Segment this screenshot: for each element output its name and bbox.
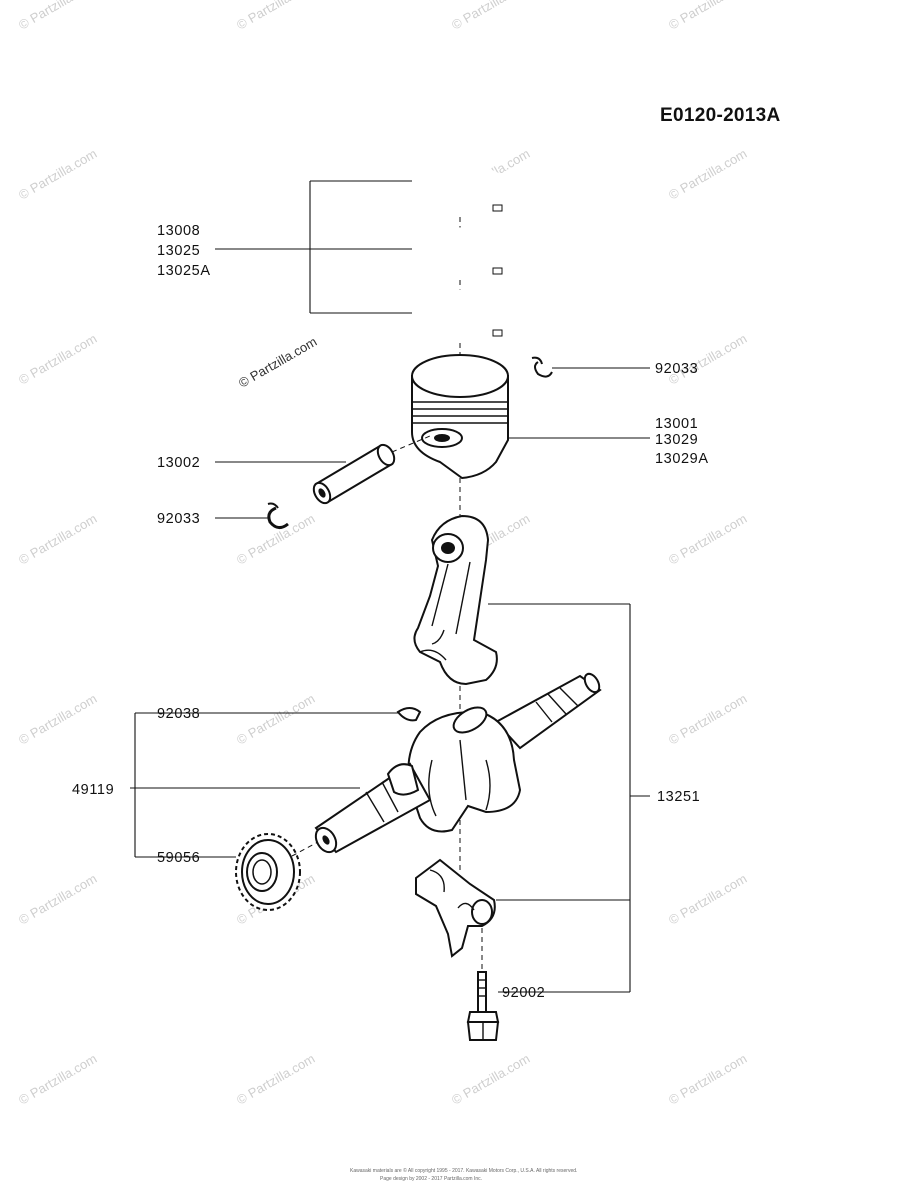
part-number-13025: 13025 [157,243,200,259]
crank-gear [235,833,319,911]
part-number-59056: 59056 [157,850,200,866]
watermark: © Partzilla.com [16,146,99,203]
part-number-13029: 13029 [655,432,698,448]
part-number-13002: 13002 [157,455,200,471]
crankshaft [314,672,602,854]
part-number-49119: 49119 [72,782,114,798]
part-number-13025a: 13025A [157,263,211,279]
snap-ring-left [267,502,289,529]
watermark: © Partzilla.com [449,0,532,33]
watermark: © Partzilla.com [666,146,749,203]
watermark: © Partzilla.com [16,871,99,928]
woodruff-key [396,707,422,722]
piston-pin [312,435,431,505]
part-number-92033-left: 92033 [157,511,200,527]
piston-rings [408,164,512,341]
watermark: © Partzilla.com [234,1051,317,1108]
leader-lines [130,180,650,993]
part-labels: 13008 13025 13025A 92033 13001 13029 130… [72,223,709,1001]
watermark-center: © Partzilla.com [236,334,319,391]
watermark: © Partzilla.com [666,871,749,928]
watermark: © Partzilla.com [666,511,749,568]
watermark: © Partzilla.com [666,1051,749,1108]
part-number-13001: 13001 [655,416,698,432]
watermark: © Partzilla.com [234,511,317,568]
watermark: © Partzilla.com [449,1051,532,1108]
watermark: © Partzilla.com [16,1051,99,1108]
watermark: © Partzilla.com [666,331,749,388]
part-number-13008: 13008 [157,223,200,239]
watermark: © Partzilla.com [666,0,749,33]
part-number-92002: 92002 [502,985,545,1001]
part-number-92033-top: 92033 [655,361,698,377]
footer-copyright: Kawasaki materials are © All copyright 1… [350,1167,577,1174]
watermark-grid: © Partzilla.com © Partzilla.com © Partzi… [16,0,749,1108]
watermark: © Partzilla.com [16,331,99,388]
watermark: © Partzilla.com [16,0,99,33]
piston [411,354,509,480]
footer-credit: Page design by 2002 - 2017 Partzilla.com… [380,1176,482,1182]
snap-ring-top [531,356,553,378]
rod-cap [415,858,496,958]
part-number-13029a: 13029A [655,451,709,467]
watermark: © Partzilla.com [234,691,317,748]
connecting-rod [413,514,498,686]
watermark: © Partzilla.com [666,691,749,748]
part-number-92038: 92038 [157,706,200,722]
rod-bolt [466,928,500,1041]
diagram-code: E0120-2013A [660,105,781,126]
watermark: © Partzilla.com [16,691,99,748]
watermark: © Partzilla.com [16,511,99,568]
watermark: © Partzilla.com [234,0,317,33]
part-number-13251: 13251 [657,789,700,805]
